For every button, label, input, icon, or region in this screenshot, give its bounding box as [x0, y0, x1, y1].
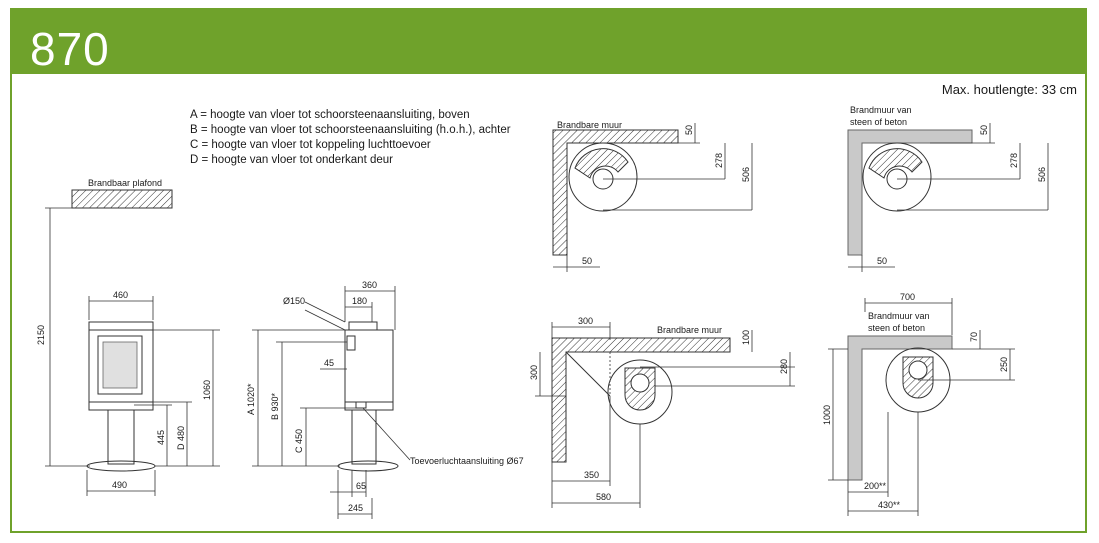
- dim-278-tl: 278: [714, 153, 724, 168]
- side-base: [344, 401, 394, 411]
- plan-flammable-wall: Brandbare muur 50 278 506 50: [552, 120, 753, 272]
- legend-item-d: D = hoogte van vloer tot onderkant deur: [190, 154, 393, 166]
- legend-item-a: A = hoogte van vloer tot schoorsteenaans…: [190, 109, 470, 121]
- rear-flue: [346, 335, 356, 351]
- dim-70-br: 70: [969, 332, 979, 342]
- dim-700-br: 700: [900, 292, 915, 302]
- wall-label-br-2: steen of beton: [868, 323, 925, 333]
- side-view: 360 180 Ø150 45 A 1020* B 930* C 450 Toe…: [246, 280, 524, 519]
- dim-1000-br: 1000: [822, 405, 832, 425]
- dimension-legend: A = hoogte van vloer tot schoorsteenaans…: [190, 108, 511, 168]
- plan-corner-flammable: 300 Brandbare muur 100 300 280 350 580: [529, 316, 795, 508]
- dim-50-bottom-tl: 50: [582, 256, 592, 266]
- dim-245: 245: [348, 503, 363, 513]
- max-log-length: Max. houtlengte: 33 cm: [941, 82, 1077, 97]
- dim-506-tr: 506: [1037, 167, 1047, 182]
- model-number: 870: [30, 23, 110, 75]
- stove-plan-tl: [568, 142, 638, 212]
- dim-506-tl: 506: [741, 167, 751, 182]
- flammable-wall-tl: [552, 129, 679, 256]
- dim-250-br: 250: [999, 357, 1009, 372]
- ceiling-label: Brandbaar plafond: [88, 178, 162, 188]
- air-inlet: [355, 401, 367, 409]
- firebox-tl: [574, 148, 629, 179]
- dim-a1020: A 1020*: [246, 383, 256, 415]
- plan-fire-wall-corner: 700 Brandmuur van steen of beton 70 250 …: [822, 292, 1015, 516]
- dim-278-tr: 278: [1009, 153, 1019, 168]
- flue-bl: [630, 373, 650, 393]
- legend-item-c: C = hoogte van vloer tot koppeling lucht…: [190, 139, 431, 151]
- dim-b930: B 930*: [270, 392, 280, 420]
- dim-50-top-tr: 50: [979, 125, 989, 135]
- dim-dia150: Ø150: [283, 296, 305, 306]
- stove-plan-tr: [862, 142, 932, 212]
- dim-65: 65: [356, 481, 366, 491]
- firebox-tr: [868, 148, 923, 179]
- stove-glass: [102, 341, 138, 389]
- ceiling-hatch: [71, 189, 173, 209]
- stove-door: [97, 335, 143, 395]
- dim-445: 445: [156, 430, 166, 445]
- air-supply-label: Toevoerluchtaansluiting Ø67: [410, 456, 524, 466]
- flue-br: [908, 360, 928, 380]
- dim-45: 45: [324, 358, 334, 368]
- wall-label-br-1: Brandmuur van: [868, 311, 930, 321]
- dim-d480: D 480: [176, 426, 186, 450]
- dim-280-bl: 280: [779, 359, 789, 374]
- dim-580-bl: 580: [596, 492, 611, 502]
- side-pedestal: [351, 409, 377, 465]
- stove-pedestal: [107, 409, 135, 465]
- dim-50-top-tl: 50: [684, 125, 694, 135]
- dim-460: 460: [113, 290, 128, 300]
- stove-foot: [86, 460, 156, 472]
- wall-label-bl: Brandbare muur: [657, 325, 722, 335]
- dim-350-bl: 350: [584, 470, 599, 480]
- wall-label-tr-2: steen of beton: [850, 117, 907, 127]
- stove-base: [88, 401, 154, 411]
- fire-wall-br: [847, 335, 953, 481]
- side-foot: [337, 460, 399, 472]
- wall-label-tl: Brandbare muur: [557, 120, 622, 130]
- dim-360: 360: [362, 280, 377, 290]
- side-body: [344, 329, 394, 403]
- page-frame: [10, 8, 1087, 533]
- dim-300-side-bl: 300: [529, 365, 539, 380]
- fire-wall-tr: [847, 129, 973, 256]
- dim-300-top-bl: 300: [578, 316, 593, 326]
- flue-collar: [348, 321, 378, 331]
- dim-490: 490: [112, 480, 127, 490]
- plan-fire-wall: Brandmuur van steen of beton 50 278 506 …: [847, 105, 1049, 272]
- dim-100-bl: 100: [741, 330, 751, 345]
- dim-c450: C 450: [294, 429, 304, 453]
- legend-item-b: B = hoogte van vloer tot schoorsteenaans…: [190, 124, 511, 136]
- dim-1060: 1060: [202, 380, 212, 400]
- dim-2150: 2150: [36, 325, 46, 345]
- dim-430-br: 430**: [878, 500, 901, 510]
- stove-top: [88, 321, 154, 331]
- dim-50-bottom-tr: 50: [877, 256, 887, 266]
- dim-200-br: 200**: [864, 481, 887, 491]
- wall-label-tr-1: Brandmuur van: [850, 105, 912, 115]
- dim-180: 180: [352, 296, 367, 306]
- header-bar: 870: [10, 8, 1087, 75]
- front-view: Brandbaar plafond 2150 460 1060 445 D 48…: [36, 178, 220, 496]
